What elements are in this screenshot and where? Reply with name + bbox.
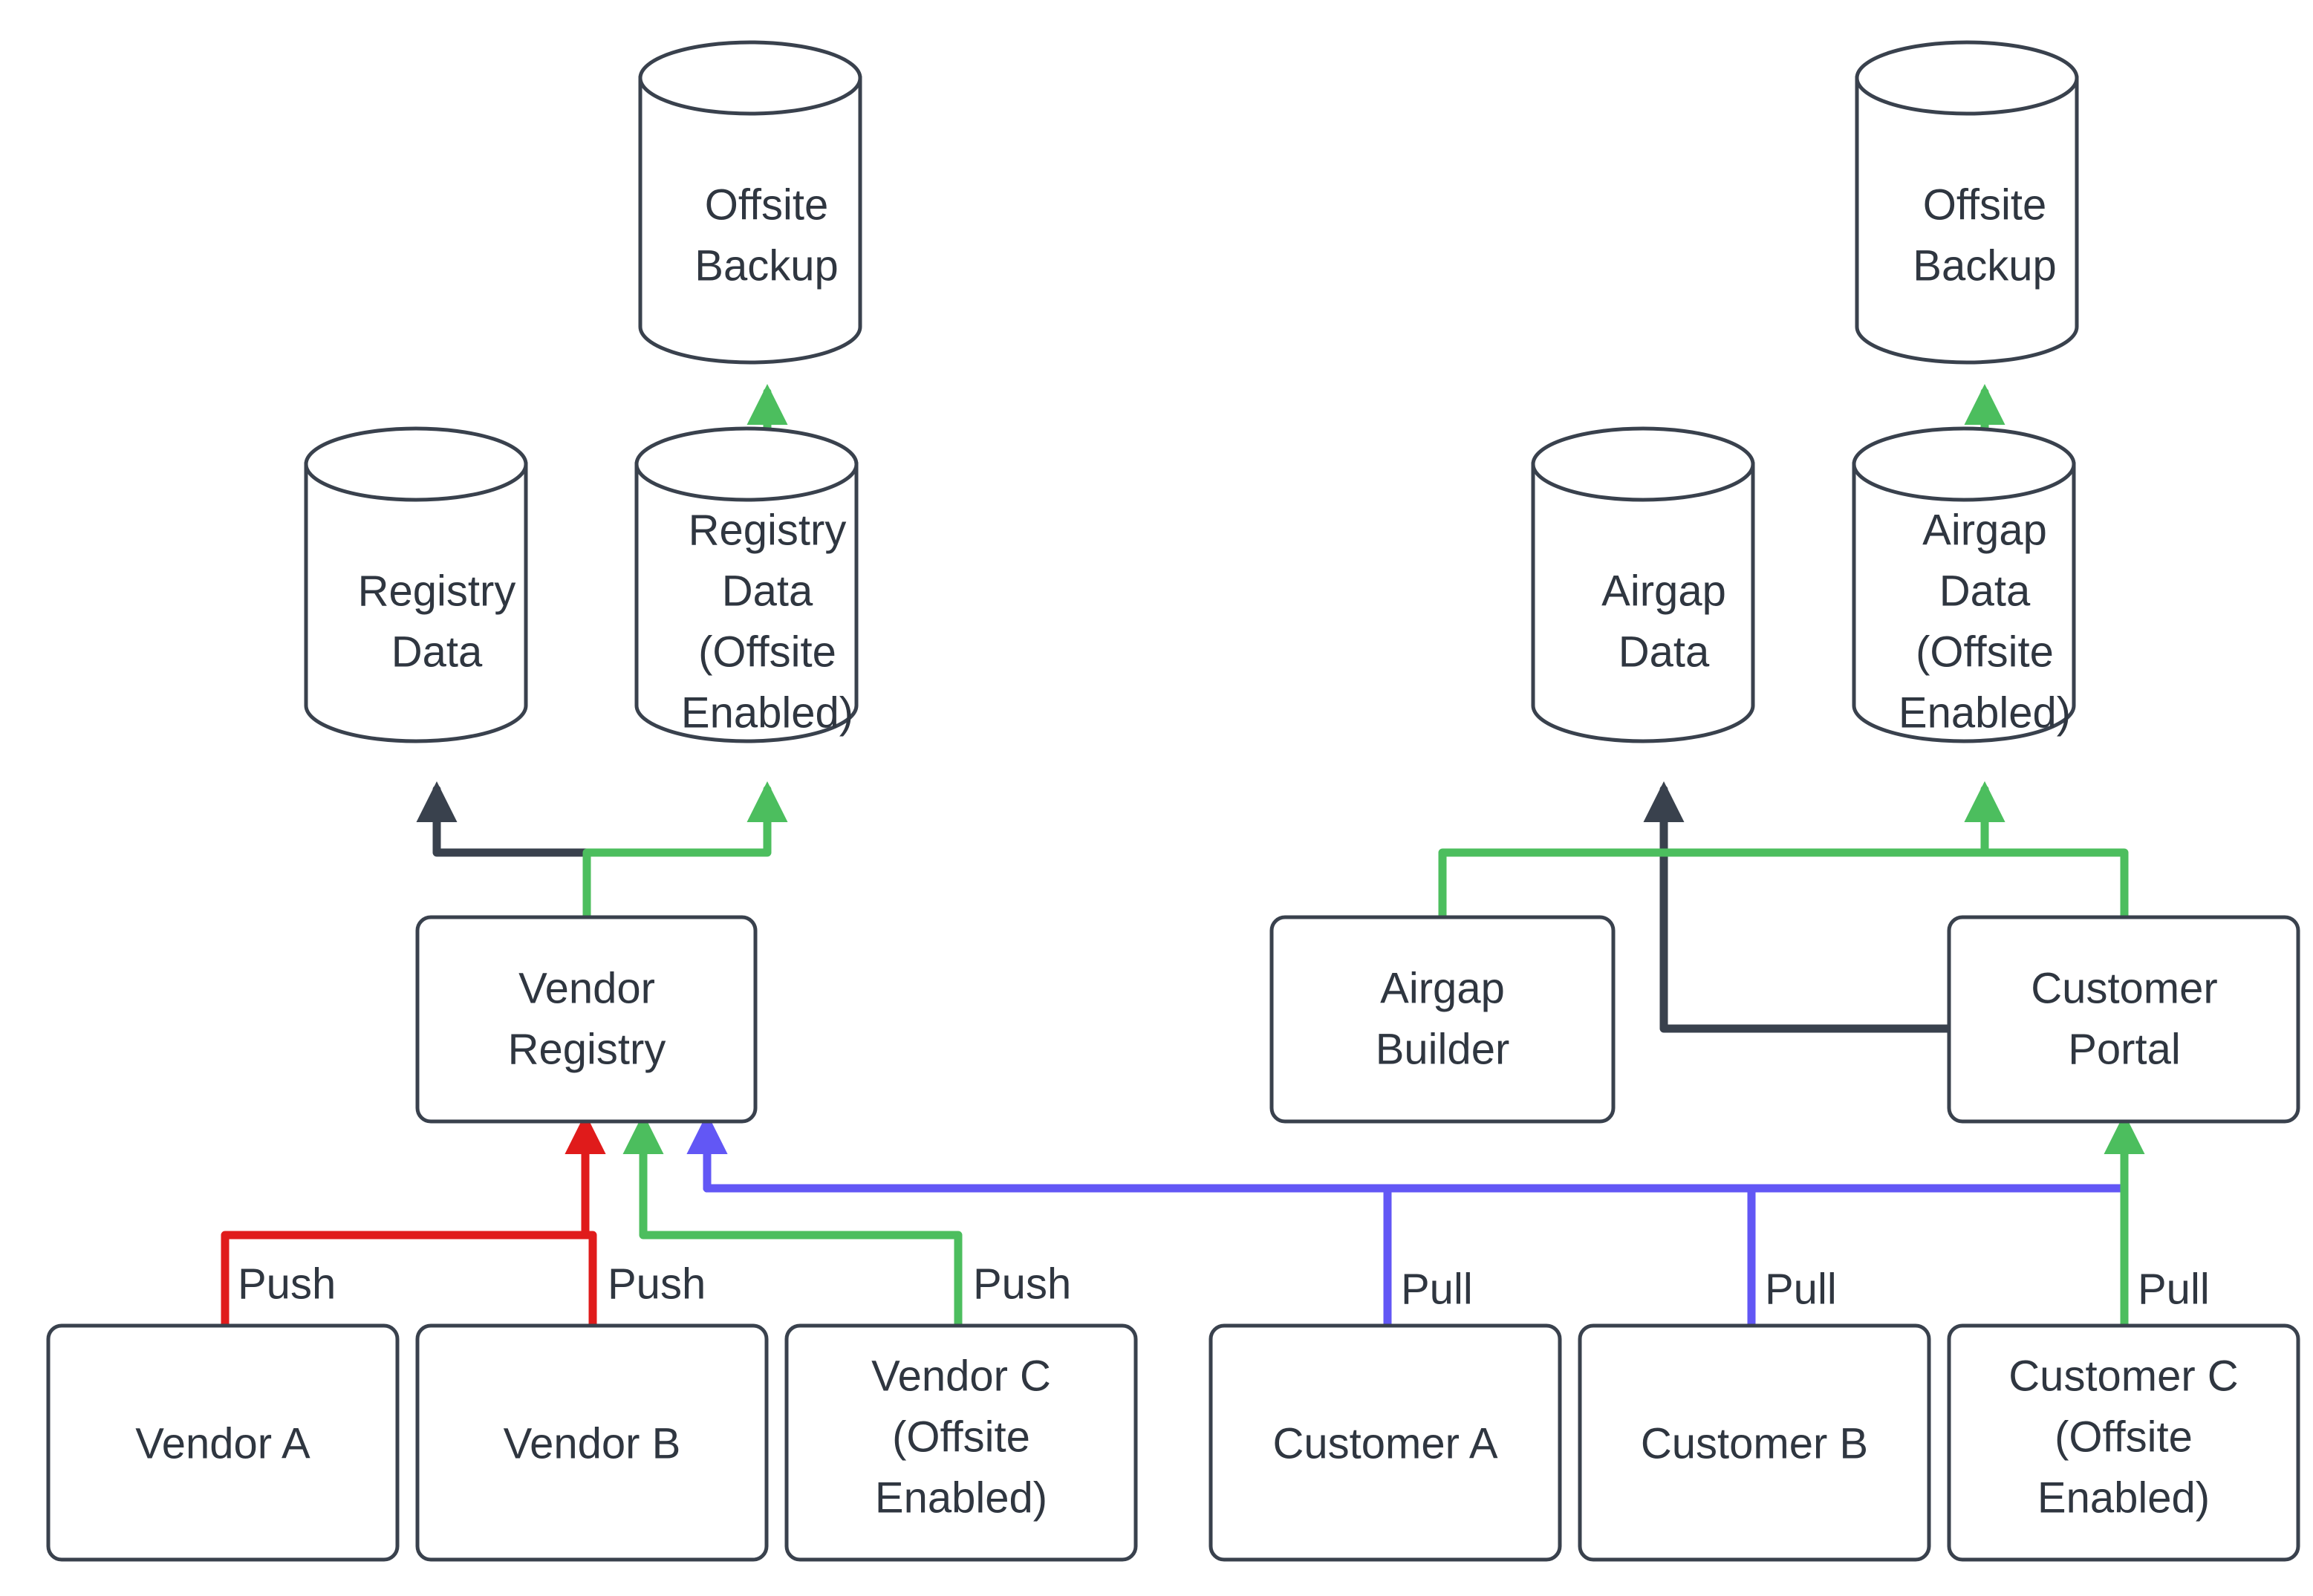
node-label: Builder (1376, 1025, 1510, 1073)
node-label: (Offsite (2055, 1413, 2193, 1461)
node-label: Customer C (2008, 1352, 2238, 1400)
node-label: Data (391, 628, 483, 676)
edge-label-customer-b-pull: Pull (1765, 1265, 1837, 1313)
node-label: Data (1619, 628, 1710, 676)
node-label: Airgap (1601, 567, 1726, 615)
node-label: (Offsite (892, 1413, 1030, 1461)
edge-label-vendor-b-push: Push (608, 1260, 706, 1308)
node-label: Enabled) (2037, 1473, 2210, 1522)
node-customer-c[interactable]: Customer C (Offsite Enabled) (1947, 1323, 2300, 1562)
node-label: Offsite (705, 180, 829, 229)
node-customer-a[interactable]: Customer A (1208, 1323, 1562, 1562)
node-label: Customer A (1273, 1419, 1498, 1468)
node-label: Vendor (518, 964, 655, 1012)
node-airgap-builder[interactable]: Airgap Builder (1269, 915, 1616, 1124)
node-label: Airgap (1922, 506, 2047, 554)
node-label: Data (1939, 567, 2031, 615)
node-label: Offsite (1923, 180, 2047, 229)
node-label: Registry (358, 567, 516, 615)
edge-label-vendor-c-push: Push (973, 1260, 1071, 1308)
node-airgap-data-offsite[interactable]: Airgap Data (Offsite Enabled) (1852, 426, 2076, 743)
node-label: Vendor A (135, 1419, 310, 1468)
node-registry-data-offsite[interactable]: Registry Data (Offsite Enabled) (634, 426, 859, 743)
node-customer-portal[interactable]: Customer Portal (1947, 915, 2300, 1124)
node-label: (Offsite (698, 628, 836, 676)
node-vendor-c[interactable]: Vendor C (Offsite Enabled) (784, 1323, 1138, 1562)
node-registry-data[interactable]: Registry Data (304, 426, 528, 743)
node-label: Registry (689, 506, 847, 554)
node-label: Enabled) (681, 688, 853, 737)
edge-customerb-to-vendorregistry (686, 1113, 1756, 1330)
node-label: Vendor C (871, 1352, 1051, 1400)
edge-customerportal-to-airgapdata (1643, 781, 1953, 1033)
node-label: Data (722, 567, 813, 615)
node-offsite-backup-left[interactable]: Offsite Backup (638, 40, 862, 365)
node-label: Enabled) (875, 1473, 1047, 1522)
node-customer-b[interactable]: Customer B (1578, 1323, 1931, 1562)
node-vendor-b[interactable]: Vendor B (415, 1323, 769, 1562)
edge-label-customer-c-pull: Pull (2138, 1265, 2210, 1313)
node-label: Customer B (1641, 1419, 1868, 1468)
node-vendor-a[interactable]: Vendor A (46, 1323, 400, 1562)
node-label: Backup (694, 241, 838, 290)
edge-label-customer-a-pull: Pull (1401, 1265, 1473, 1313)
edge-label-vendor-a-push: Push (238, 1260, 336, 1308)
node-label: Vendor B (504, 1419, 681, 1468)
edge-vendorregistry-to-registrydata (416, 781, 591, 922)
node-label: Backup (1913, 241, 2056, 290)
edge-airgapbuilder-to-airgapdataoffsite (1438, 781, 2005, 922)
edge-vendorregistry-to-registrydataoffsite (582, 781, 788, 922)
node-label: Enabled) (1899, 688, 2071, 737)
edge-vendorc-to-vendorregistry (622, 1113, 963, 1330)
node-label: Customer (2031, 964, 2217, 1012)
node-label: Registry (508, 1025, 666, 1073)
node-label: Airgap (1380, 964, 1505, 1012)
node-label: (Offsite (1916, 628, 2054, 676)
node-airgap-data[interactable]: Airgap Data (1531, 426, 1755, 743)
edge-vendorb-to-vendorregistry (565, 1113, 606, 1330)
node-offsite-backup-right[interactable]: Offsite Backup (1855, 40, 2079, 365)
node-label: Portal (2068, 1025, 2181, 1073)
edge-customerportal-to-airgapdataoffsite (1964, 781, 2129, 922)
node-vendor-registry[interactable]: Vendor Registry (415, 915, 758, 1124)
